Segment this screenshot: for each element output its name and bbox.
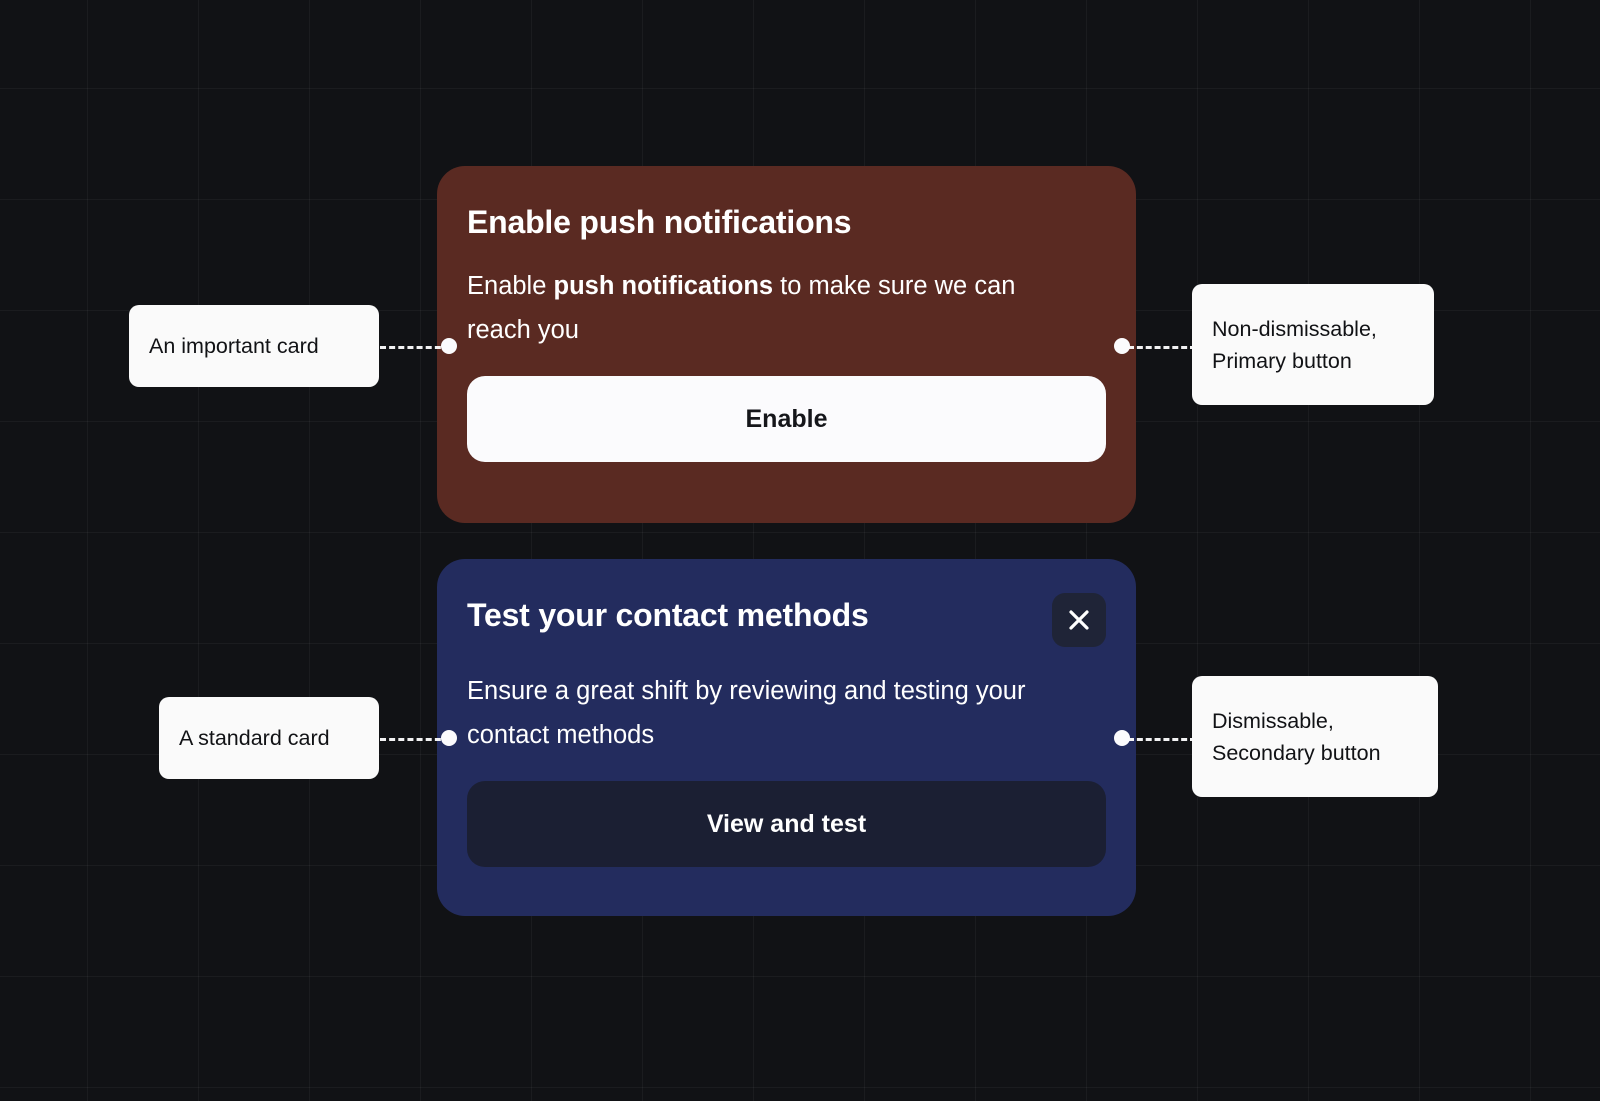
enable-button[interactable]: Enable (467, 376, 1106, 462)
connector-line-left-standard (380, 738, 450, 741)
important-card-body-emphasis: push notifications (553, 272, 774, 300)
connector-dot-left-important (441, 338, 457, 354)
important-card-header: Enable push notifications (467, 202, 1106, 242)
annotation-dismissable-secondary: Dismissable, Secondary button (1192, 676, 1438, 797)
annotation-a-standard-card: A standard card (159, 697, 379, 779)
connector-line-right-important (1128, 346, 1196, 349)
standard-card-header: Test your contact methods (467, 593, 1106, 647)
standard-card-body: Ensure a great shift by reviewing and te… (467, 677, 1026, 749)
standard-card-title: Test your contact methods (467, 597, 869, 633)
view-and-test-button[interactable]: View and test (467, 781, 1106, 867)
connector-dot-right-standard (1114, 730, 1130, 746)
important-card-body-prefix: Enable (467, 272, 554, 300)
standard-card: Test your contact methods Ensure a great… (437, 559, 1136, 916)
important-card-title: Enable push notifications (467, 204, 852, 240)
important-card: Enable push notifications Enable push no… (437, 166, 1136, 523)
close-icon (1066, 607, 1092, 633)
connector-dot-right-important (1114, 338, 1130, 354)
close-button[interactable] (1052, 593, 1106, 647)
connector-dot-left-standard (441, 730, 457, 746)
connector-line-right-standard (1128, 738, 1196, 741)
annotation-an-important-card: An important card (129, 305, 379, 387)
important-card-body-suffix: to make sure we can reach you (467, 272, 1016, 344)
important-card-body: Enable push notifications to make sure w… (467, 264, 1067, 352)
connector-line-left-important (380, 346, 450, 349)
annotation-non-dismissable-primary: Non-dismissable, Primary button (1192, 284, 1434, 405)
